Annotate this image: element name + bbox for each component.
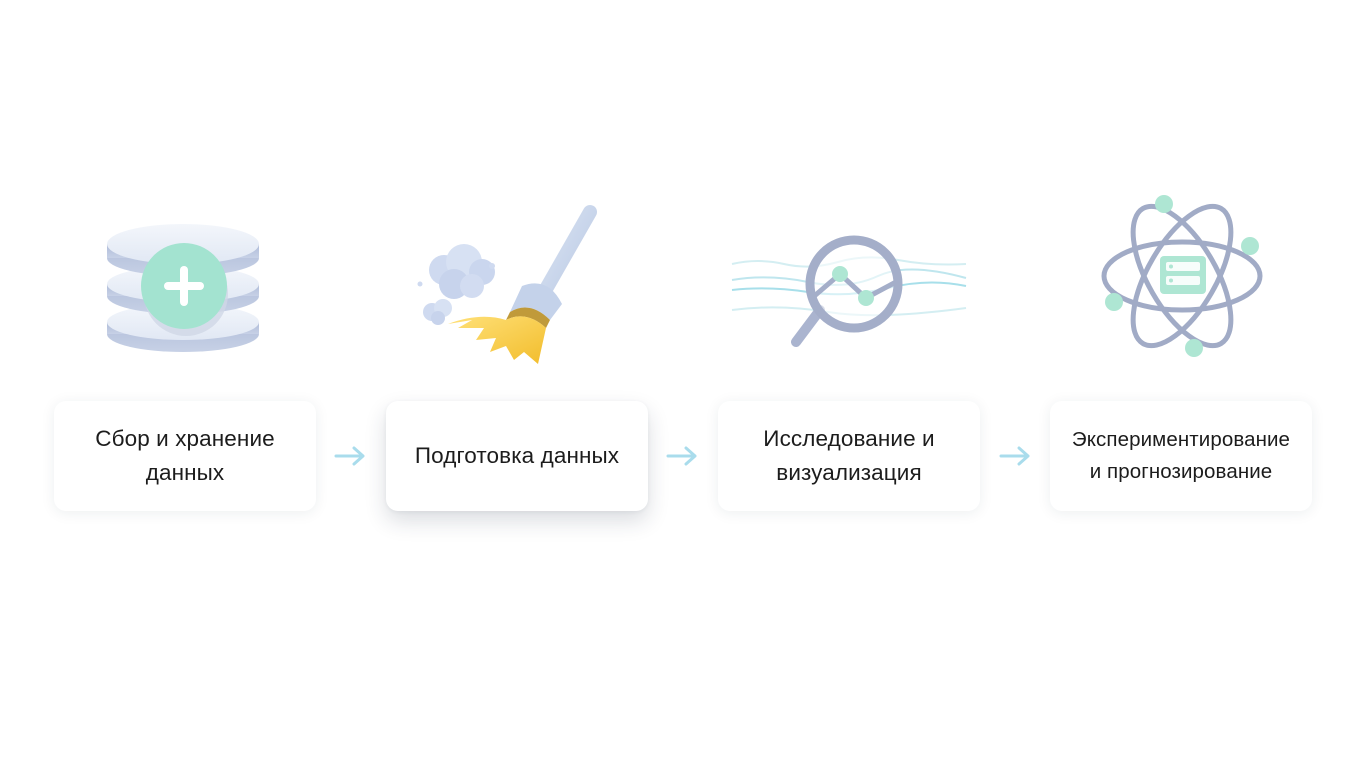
magnifier-chart-icon [728, 228, 973, 358]
arrow-right-icon [334, 446, 365, 466]
arrow-right-icon [999, 446, 1030, 466]
step-label: Исследование и визуализация [763, 426, 935, 485]
step-label: Подготовка данных [414, 443, 620, 468]
step-card-experiment: Экспериментирование и прогнозирование [1050, 401, 1312, 511]
step-label: Сбор и хранение данных [95, 426, 275, 485]
atom-server-icon [1100, 190, 1270, 362]
step-card-prepare[interactable]: Подготовка данных [386, 401, 648, 511]
step-card-collect: Сбор и хранение данных [54, 401, 316, 511]
arrow-right-icon [666, 446, 697, 466]
broom-icon [410, 200, 610, 370]
step-label: Экспериментирование и прогнозирование [1071, 428, 1291, 483]
step-card-explore: Исследование и визуализация [718, 401, 980, 511]
database-plus-icon [100, 210, 270, 360]
